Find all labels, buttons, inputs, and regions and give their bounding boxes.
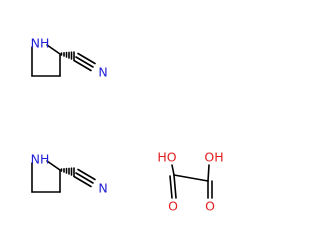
chemical-structure-canvas: NH N NH N xyxy=(0,0,250,250)
azetidine-carbonitrile-molecule-2: NH N xyxy=(31,152,108,196)
azetidine-carbonitrile-molecule-1: NH N xyxy=(31,36,108,80)
ring-nitrogen-label: NH xyxy=(31,36,50,51)
nitrile-nitrogen-label: N xyxy=(98,181,107,196)
ring-bond-c2-n xyxy=(46,44,61,55)
nitrile-nitrogen-label: N xyxy=(98,65,107,80)
c1-oh-bond xyxy=(171,164,175,176)
hashed-wedge-bond xyxy=(60,167,75,177)
c1-carbonyl-double-bond xyxy=(169,174,177,199)
ring-bond-c2-n xyxy=(46,160,61,171)
hashed-wedge-bond xyxy=(60,51,75,61)
carbonyl-oxygen-right-label: O xyxy=(205,199,215,214)
c2-oh-bond xyxy=(207,164,210,182)
hydroxyl-right-label: OH xyxy=(204,150,223,165)
oxalic-acid-molecule: HO OH O O xyxy=(157,150,223,214)
c2-carbonyl-double-bond xyxy=(207,180,213,199)
nitrile-triple-bond xyxy=(73,52,96,72)
c1-c2-bond xyxy=(173,174,209,182)
ring-nitrogen-label: NH xyxy=(31,152,50,167)
background xyxy=(0,0,250,250)
carbonyl-oxygen-left-label: O xyxy=(168,199,178,214)
nitrile-triple-bond xyxy=(73,168,96,188)
hydroxyl-left-label: HO xyxy=(157,150,176,165)
